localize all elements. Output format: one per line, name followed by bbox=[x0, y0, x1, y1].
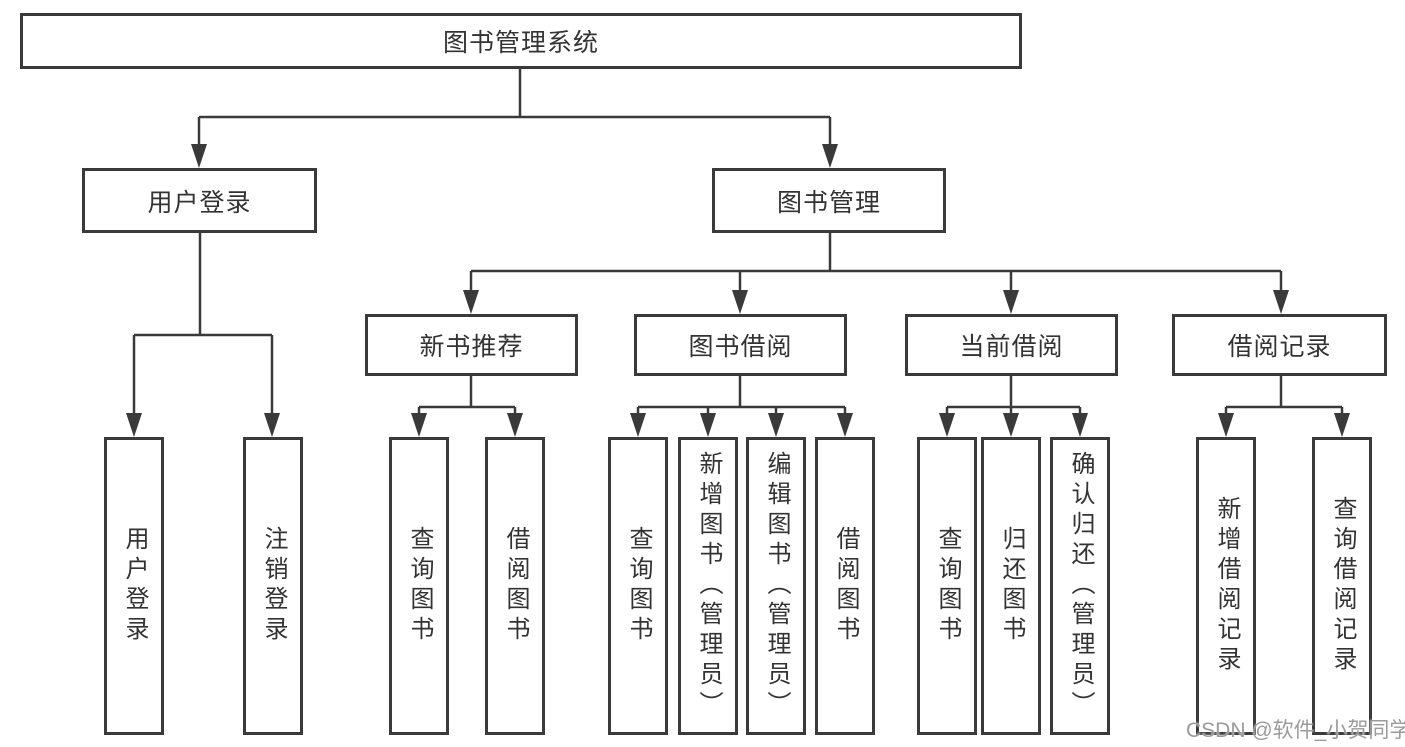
leaf-query-borrow-record: 查询借阅记录 bbox=[1312, 437, 1372, 735]
leaf-label: 归还图书 bbox=[998, 526, 1025, 646]
leaf-borrow-book-1: 借阅图书 bbox=[485, 437, 545, 735]
leaf-label: 新增图书（管理员） bbox=[695, 451, 722, 721]
leaf-add-borrow-record: 新增借阅记录 bbox=[1196, 437, 1256, 735]
node-label: 图书管理系统 bbox=[442, 29, 599, 57]
leaf-label: 用户登录 bbox=[121, 526, 148, 646]
leaf-borrow-book-2: 借阅图书 bbox=[815, 437, 875, 735]
leaf-query-book-2: 查询图书 bbox=[608, 437, 668, 735]
leaf-label: 查询图书 bbox=[934, 526, 961, 646]
leaf-label: 查询图书 bbox=[625, 526, 652, 646]
node-borrow-record: 借阅记录 bbox=[1172, 314, 1387, 376]
leaf-confirm-return-admin: 确认归还（管理员） bbox=[1050, 437, 1110, 735]
leaf-label: 借阅图书 bbox=[832, 526, 859, 646]
leaf-label: 查询借阅记录 bbox=[1329, 496, 1356, 676]
leaf-query-book-3: 查询图书 bbox=[917, 437, 977, 735]
csdn-watermark: CSDN @软件_小贺同学 bbox=[1186, 719, 1405, 742]
leaf-label: 借阅图书 bbox=[502, 526, 529, 646]
node-label: 借阅记录 bbox=[1227, 333, 1332, 361]
leaf-return-book: 归还图书 bbox=[981, 437, 1041, 735]
node-label: 新书推荐 bbox=[419, 333, 524, 361]
node-label: 图书借阅 bbox=[688, 333, 793, 361]
leaf-label: 注销登录 bbox=[260, 526, 287, 646]
node-library-management-system: 图书管理系统 bbox=[20, 13, 1022, 69]
leaf-query-book-1: 查询图书 bbox=[389, 437, 449, 735]
node-book-management: 图书管理 bbox=[712, 168, 946, 233]
node-new-book-recommend: 新书推荐 bbox=[365, 314, 578, 376]
node-user-login: 用户登录 bbox=[82, 168, 317, 233]
leaf-logout: 注销登录 bbox=[243, 437, 303, 735]
leaf-label: 编辑图书（管理员） bbox=[763, 451, 790, 721]
node-label: 当前借阅 bbox=[959, 333, 1064, 361]
node-label: 图书管理 bbox=[776, 188, 881, 217]
leaf-label: 新增借阅记录 bbox=[1213, 496, 1240, 676]
leaf-add-book-admin: 新增图书（管理员） bbox=[678, 437, 738, 735]
node-book-borrow: 图书借阅 bbox=[634, 314, 847, 376]
leaf-user-login: 用户登录 bbox=[104, 437, 164, 735]
node-label: 用户登录 bbox=[147, 188, 252, 217]
leaf-label: 查询图书 bbox=[406, 526, 433, 646]
leaf-label: 确认归还（管理员） bbox=[1067, 451, 1094, 721]
leaf-edit-book-admin: 编辑图书（管理员） bbox=[746, 437, 806, 735]
node-current-borrow: 当前借阅 bbox=[905, 314, 1118, 376]
